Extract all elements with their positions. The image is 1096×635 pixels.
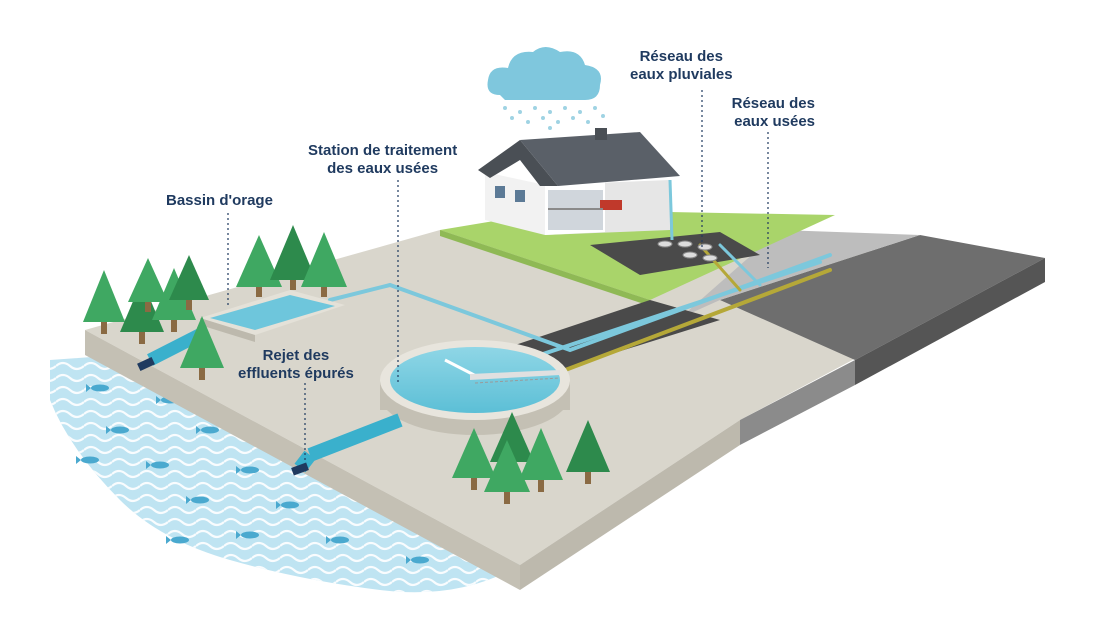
fish-icon (166, 536, 189, 544)
tree-icon (301, 232, 347, 297)
fish-icon (186, 496, 209, 504)
storm-basin (200, 290, 345, 342)
tree-icon (236, 235, 282, 297)
tree-icon (452, 428, 496, 490)
label-stormwater-network: Réseau des eaux pluviales (630, 48, 733, 83)
treatment-tank (380, 340, 570, 435)
fish-icon (196, 426, 219, 434)
water-pipes (328, 243, 832, 374)
tree-icon (128, 258, 168, 312)
rain-cloud-icon (487, 47, 605, 130)
label-wastewater-network: Réseau des eaux usées (731, 95, 815, 130)
fish-icon (236, 531, 259, 539)
manholes (657, 240, 718, 262)
river (50, 355, 520, 593)
tree-icon (566, 420, 610, 484)
road (680, 230, 1045, 445)
tree-icon (484, 440, 530, 504)
fish-icon (326, 536, 349, 544)
tree-icon (270, 225, 316, 290)
fish-icon (76, 456, 99, 464)
fish-group (76, 384, 429, 564)
fish-icon (236, 466, 259, 474)
label-treatment-station: Station de traitement des eaux usées (308, 142, 458, 177)
tree-icon (180, 316, 224, 380)
tree-icon (83, 270, 125, 334)
tree-icon (169, 255, 209, 310)
leader-lines (227, 90, 769, 462)
fish-icon (106, 426, 129, 434)
label-storm-basin: Bassin d'orage (166, 192, 273, 209)
fish-icon (146, 461, 169, 469)
label-effluent-discharge: Rejet des effluents épurés (238, 347, 354, 382)
house (478, 128, 680, 241)
fish-icon (406, 556, 429, 564)
tree-icon (519, 428, 563, 492)
tree-group (83, 225, 610, 504)
fish-icon (86, 384, 109, 392)
fish-icon (276, 501, 299, 509)
